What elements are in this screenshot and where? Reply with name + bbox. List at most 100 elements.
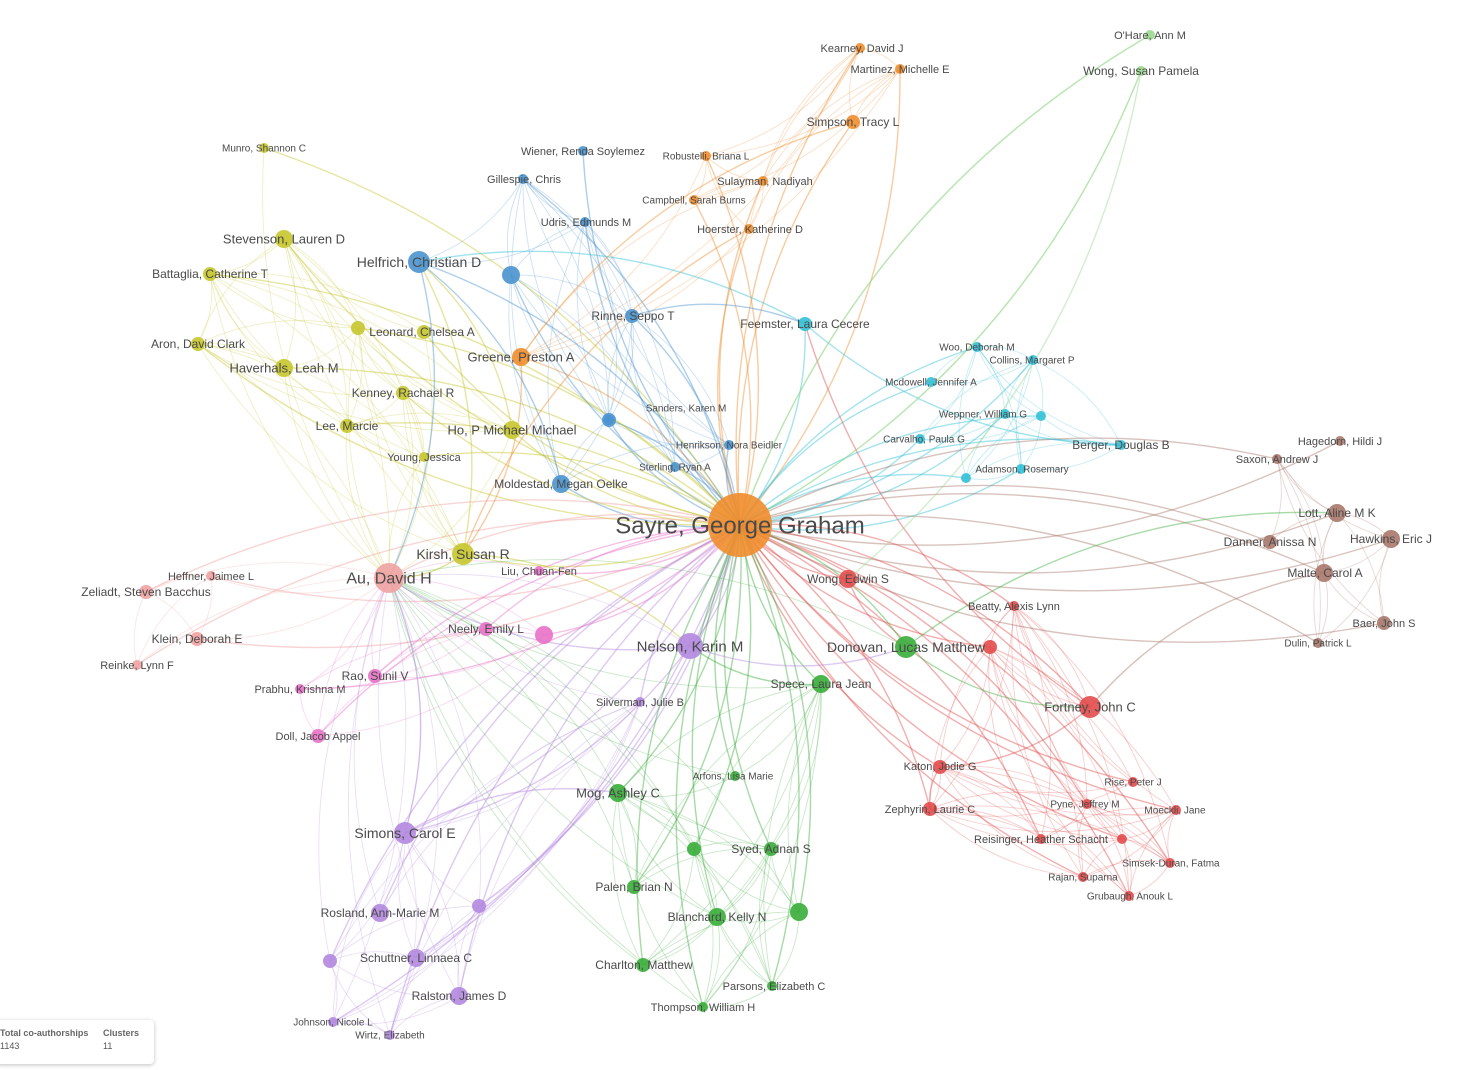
author-label-kirsh[interactable]: Kirsh, Susan R	[416, 546, 509, 562]
author-node-aron[interactable]	[191, 337, 205, 351]
author-node-doll[interactable]	[311, 729, 325, 743]
author-label-zeliadt[interactable]: Zeliadt, Steven Bacchus	[81, 585, 210, 599]
author-label-schuttner[interactable]: Schuttner, Linnaea C	[360, 951, 472, 965]
author-label-rajan[interactable]: Rajan, Suparna	[1048, 873, 1118, 884]
author-node-au[interactable]	[374, 563, 404, 593]
author-node-grubaugh[interactable]	[1124, 891, 1134, 901]
author-node-ralston[interactable]	[450, 987, 468, 1005]
author-label-nelson[interactable]: Nelson, Karin M	[637, 638, 744, 655]
author-node-heffner[interactable]	[206, 571, 216, 581]
author-label-saxon[interactable]: Saxon, Andrew J	[1236, 454, 1319, 466]
author-node-sulayman[interactable]	[758, 176, 768, 186]
author-node-reisinger[interactable]	[1036, 834, 1046, 844]
author-label-ho[interactable]: Ho, P Michael Michael	[447, 423, 576, 438]
author-node-thompson[interactable]	[698, 1002, 708, 1012]
author-node-simons[interactable]	[394, 822, 416, 844]
author-label-helfrich[interactable]: Helfrich, Christian D	[357, 254, 481, 270]
author-node-greenright[interactable]	[790, 903, 808, 921]
author-label-moeckli[interactable]: Moeckli, Jane	[1144, 806, 1206, 817]
author-node-kenney[interactable]	[396, 386, 410, 400]
author-label-neely[interactable]: Neely, Emily L	[448, 622, 524, 636]
author-node-katon[interactable]	[933, 760, 947, 774]
author-node-reinke[interactable]	[132, 660, 142, 670]
author-node-redsmall[interactable]	[983, 640, 997, 654]
author-label-zephyrin[interactable]: Zephyrin, Laurie C	[885, 804, 976, 816]
author-node-wiener[interactable]	[578, 146, 588, 156]
author-label-malte[interactable]: Malte, Carol A	[1287, 566, 1362, 580]
author-label-sayre[interactable]: Sayre, George Graham	[615, 512, 864, 539]
author-node-rinne[interactable]	[625, 309, 639, 323]
author-node-mcdowell[interactable]	[926, 377, 936, 387]
author-label-wong_edwin[interactable]: Wong, Edwin S	[807, 572, 889, 586]
author-node-silverman[interactable]	[635, 697, 645, 707]
author-label-heffner[interactable]: Heffner, Jaimee L	[168, 571, 254, 583]
author-node-moeckli[interactable]	[1171, 805, 1181, 815]
author-node-prabhu[interactable]	[295, 684, 305, 694]
author-label-mog[interactable]: Mog, Ashley C	[576, 786, 660, 801]
author-label-adamson[interactable]: Adamson, Rosemary	[975, 465, 1068, 476]
author-label-moldestad[interactable]: Moldestad, Megan Oelke	[494, 477, 628, 491]
author-node-zeliadt[interactable]	[139, 585, 153, 599]
author-label-arfons[interactable]: Arfons, Lisa Marie	[693, 772, 774, 783]
author-node-udris[interactable]	[580, 217, 590, 227]
author-label-liu[interactable]: Liu, Chuan-Fen	[501, 566, 577, 578]
author-node-purpleft[interactable]	[323, 954, 337, 968]
author-node-sayre[interactable]	[708, 493, 772, 557]
author-label-johnson[interactable]: Johnson, Nicole L	[293, 1018, 373, 1029]
author-node-campbell[interactable]	[689, 195, 699, 205]
author-label-greene[interactable]: Greene, Preston A	[468, 350, 575, 365]
author-label-stevenson[interactable]: Stevenson, Lauren D	[223, 232, 345, 247]
author-node-kirsh[interactable]	[452, 543, 474, 565]
author-label-wiener[interactable]: Wiener, Renda Soylemez	[521, 146, 645, 158]
author-node-zephyrin[interactable]	[923, 802, 937, 816]
author-node-arfons[interactable]	[730, 771, 740, 781]
author-label-campbell[interactable]: Campbell, Sarah Burns	[642, 196, 745, 207]
author-label-katon[interactable]: Katon, Jodie G	[904, 761, 977, 773]
author-node-haverhals[interactable]	[275, 359, 293, 377]
author-node-rao[interactable]	[368, 669, 382, 683]
author-node-rajan[interactable]	[1078, 872, 1088, 882]
author-node-moldestad[interactable]	[552, 475, 570, 493]
author-label-au[interactable]: Au, David H	[346, 571, 431, 588]
author-node-simpson[interactable]	[846, 115, 860, 129]
author-node-hoerster[interactable]	[744, 224, 754, 234]
author-label-aron[interactable]: Aron, David Clark	[151, 337, 246, 351]
author-label-kearney[interactable]: Kearney, David J	[821, 43, 904, 55]
author-node-battaglia[interactable]	[203, 267, 217, 281]
author-label-simsek[interactable]: Simsek-Duran, Fatma	[1122, 859, 1220, 870]
author-node-gillespie[interactable]	[518, 174, 528, 184]
author-label-syed[interactable]: Syed, Adnan S	[731, 842, 810, 856]
author-label-rao[interactable]: Rao, Sunil V	[342, 669, 409, 683]
author-label-udris[interactable]: Udris, Edmunds M	[541, 217, 631, 229]
author-node-tealsmall[interactable]	[1036, 411, 1046, 421]
author-node-fortney[interactable]	[1079, 696, 1101, 718]
author-node-adamson[interactable]	[1016, 464, 1026, 474]
author-label-beatty[interactable]: Beatty, Alexis Lynn	[968, 601, 1060, 613]
author-label-parsons[interactable]: Parsons, Elizabeth C	[723, 981, 826, 993]
author-node-sterling[interactable]	[670, 462, 680, 472]
author-node-purpdot[interactable]	[472, 899, 486, 913]
author-node-blanchard[interactable]	[708, 908, 726, 926]
author-label-klein[interactable]: Klein, Deborah E	[152, 632, 243, 646]
author-label-robustelli[interactable]: Robustelli, Briana L	[663, 152, 750, 163]
author-node-leonard[interactable]	[417, 325, 431, 339]
author-node-tealdot[interactable]	[961, 473, 971, 483]
author-label-dulin[interactable]: Dulin, Patrick L	[1284, 639, 1352, 650]
author-node-liu[interactable]	[534, 566, 544, 576]
author-label-silverman[interactable]: Silverman, Julie B	[596, 697, 684, 709]
author-label-henrikson[interactable]: Henrikson, Nora Beidler	[676, 441, 783, 452]
author-node-palen[interactable]	[627, 880, 641, 894]
author-label-wongsp[interactable]: Wong, Susan Pamela	[1083, 64, 1199, 78]
author-label-kenney[interactable]: Kenney, Rachael R	[352, 386, 455, 400]
author-label-haverhals[interactable]: Haverhals, Leah M	[229, 361, 338, 376]
author-label-ohare[interactable]: O'Hare, Ann M	[1114, 30, 1186, 42]
author-label-danner[interactable]: Danner, Anissa N	[1224, 535, 1317, 549]
author-node-yelsmall[interactable]	[351, 321, 365, 335]
author-label-thompson[interactable]: Thompson, William H	[651, 1002, 756, 1014]
author-node-martinez[interactable]	[895, 64, 905, 74]
author-label-lott[interactable]: Lott, Aline M K	[1298, 506, 1375, 520]
author-label-gillespie[interactable]: Gillespie, Chris	[487, 174, 561, 186]
author-node-klein[interactable]	[190, 632, 204, 646]
author-label-prabhu[interactable]: Prabhu, Krishna M	[254, 684, 345, 696]
author-node-wong_edwin[interactable]	[839, 570, 857, 588]
